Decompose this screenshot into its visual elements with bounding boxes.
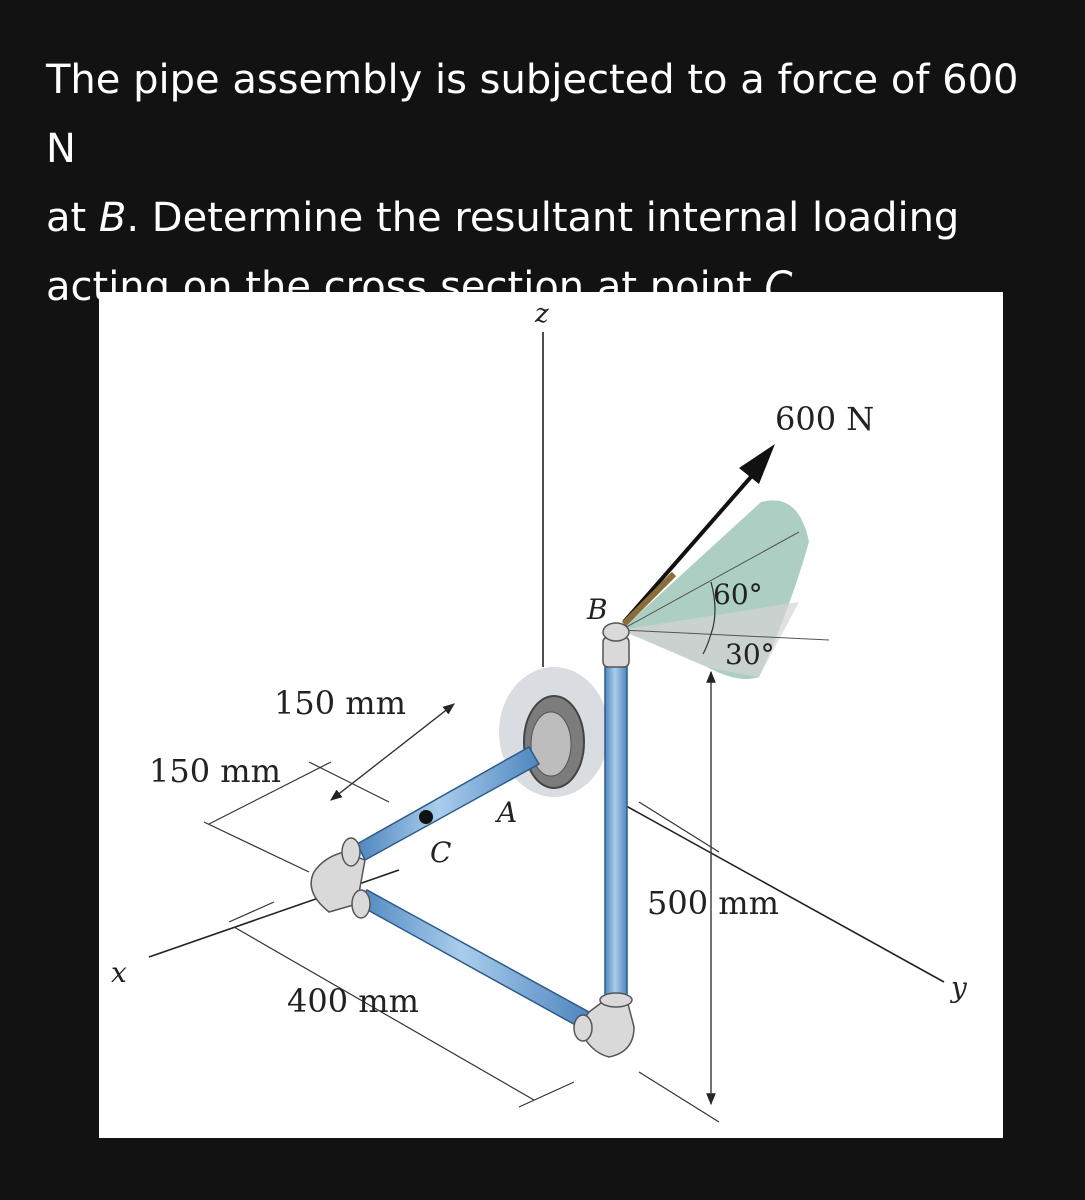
angle-arc-60 bbox=[710, 581, 716, 635]
flange-a-inner bbox=[530, 711, 572, 777]
dimension-500: 500 mm bbox=[647, 884, 779, 922]
axis-y-label: y bbox=[949, 971, 968, 1004]
y-axis bbox=[618, 801, 945, 983]
axis-x-label: x bbox=[111, 956, 127, 989]
problem-line-1: The pipe assembly is subjected to a forc… bbox=[46, 57, 1019, 172]
horizontal-plane bbox=[621, 602, 799, 677]
problem-line-2: at B. Determine the resultant internal l… bbox=[46, 195, 960, 241]
angle-30-label: 30° bbox=[725, 638, 775, 671]
point-b-label: B bbox=[586, 593, 608, 626]
point-a-label: A bbox=[494, 796, 517, 829]
point-c-marker bbox=[419, 810, 433, 824]
axis-z-label: z bbox=[534, 299, 549, 329]
force-label: 600 N bbox=[775, 400, 874, 438]
dimension-lines bbox=[203, 670, 720, 1123]
pipe-fittings bbox=[310, 622, 635, 1058]
force-arrow-shaft bbox=[622, 468, 759, 624]
force-arrow-head bbox=[739, 444, 775, 484]
pipe-segments bbox=[355, 649, 628, 1028]
problem-statement: The pipe assembly is subjected to a forc… bbox=[46, 46, 1046, 322]
angle-60-label: 60° bbox=[713, 578, 763, 611]
pipe-assembly-figure: z x y A B C 600 N 60° 30° 150 mm 150 mm … bbox=[99, 292, 1003, 1138]
point-b-ref: B bbox=[98, 195, 127, 241]
reference-line-2 bbox=[620, 531, 800, 631]
pipe-diagram: z x y A B C 600 N 60° 30° 150 mm 150 mm … bbox=[111, 299, 968, 1123]
dimension-150-lower: 150 mm bbox=[149, 752, 281, 790]
threaded-end bbox=[621, 571, 677, 627]
dimension-400: 400 mm bbox=[287, 982, 419, 1020]
point-c-label: C bbox=[430, 836, 451, 869]
reference-line-1 bbox=[620, 629, 830, 641]
angle-arc-30 bbox=[702, 633, 712, 655]
dimension-150-upper: 150 mm bbox=[274, 684, 406, 722]
